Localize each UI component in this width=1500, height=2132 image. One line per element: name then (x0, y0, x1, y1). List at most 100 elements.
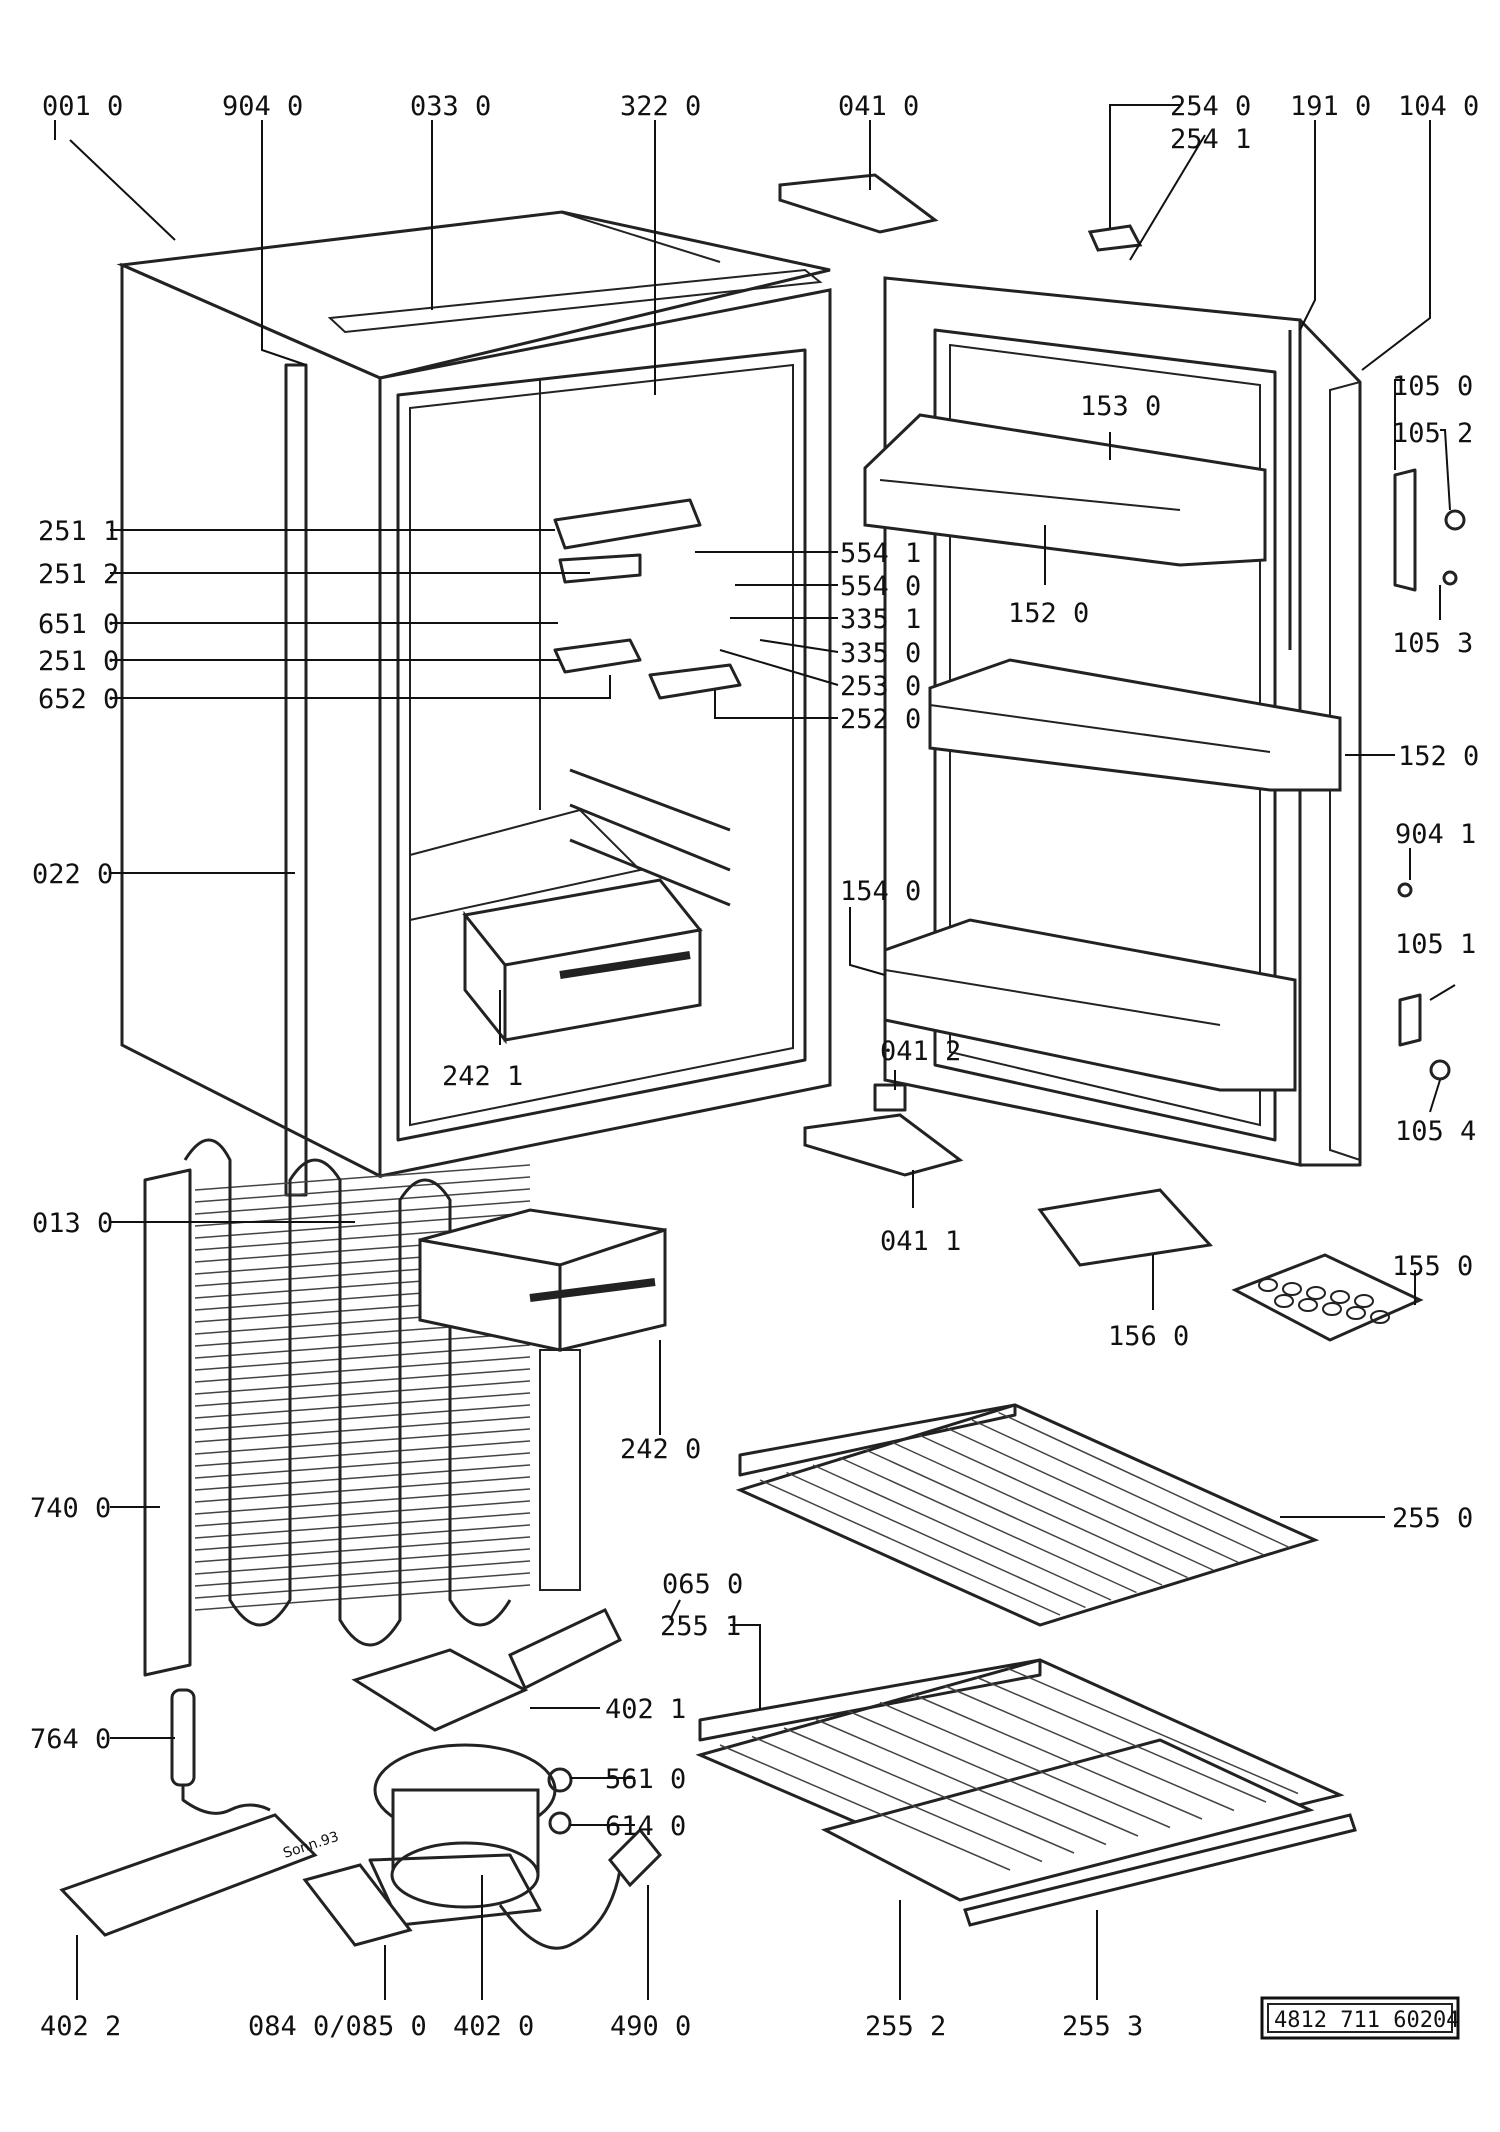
shelf-rib (998, 1411, 1290, 1549)
condenser-fin (194, 1464, 531, 1491)
label-105-4: 105 4 (1395, 1116, 1476, 1147)
label-255-0: 255 0 (1392, 1503, 1473, 1534)
label-242-1: 242 1 (442, 1061, 523, 1092)
condenser-coil (59, 1138, 667, 1950)
egg-hole (1282, 1282, 1302, 1296)
label-322-0: 322 0 (620, 91, 701, 122)
shelf-rib (759, 1479, 1061, 1616)
condenser-fin (194, 1188, 531, 1215)
egg-hole (1354, 1294, 1374, 1308)
label-001-0: 001 0 (42, 91, 123, 122)
label-033-0: 033 0 (410, 91, 491, 122)
label-022-0: 022 0 (32, 859, 113, 890)
egg-hole (1274, 1294, 1294, 1308)
label-251-2: 251 2 (38, 559, 119, 590)
shelf-rib (783, 1727, 1075, 1854)
label-152-0-upper: 152 0 (1008, 598, 1089, 629)
condenser-fin (194, 1548, 531, 1575)
label-254-1: 254 1 (1170, 124, 1251, 155)
egg-hole (1370, 1310, 1390, 1324)
label-155-0: 155 0 (1392, 1251, 1473, 1282)
shelf-rib (918, 1434, 1214, 1571)
shelf-rib (943, 1684, 1235, 1812)
label-153-0: 153 0 (1080, 391, 1161, 422)
shelf-rib (1007, 1667, 1299, 1795)
leader-lines (54, 104, 1456, 2000)
condenser-fin (194, 1452, 531, 1479)
fridge-door (778, 173, 1466, 1342)
glass-shelves (695, 1403, 1357, 1927)
shelf-rib (815, 1718, 1107, 1846)
label-402-0: 402 0 (453, 2011, 534, 2042)
shelf-rib (839, 1456, 1137, 1594)
label-105-0: 105 0 (1392, 371, 1473, 402)
label-335-0: 335 0 (840, 638, 921, 669)
egg-hole (1298, 1298, 1318, 1312)
label-156-0: 156 0 (1108, 1321, 1189, 1352)
condenser-fin (194, 1212, 531, 1239)
condenser-fin (194, 1536, 531, 1563)
shelf-rib (911, 1693, 1203, 1820)
egg-hole (1306, 1286, 1326, 1300)
label-152-0-lower: 152 0 (1398, 741, 1479, 772)
label-904-0: 904 0 (222, 91, 303, 122)
condenser-fin (194, 1500, 531, 1527)
shelf-rib (812, 1464, 1112, 1601)
label-013-0: 013 0 (32, 1208, 113, 1239)
label-764-0: 764 0 (30, 1724, 111, 1755)
shelf-rib (879, 1701, 1171, 1829)
shelf-rib (865, 1449, 1163, 1586)
condenser-fin (194, 1392, 531, 1419)
shelf-rib (892, 1441, 1188, 1579)
shelf-rib (847, 1710, 1139, 1837)
condenser-fin (194, 1440, 531, 1467)
condenser-fin (194, 1164, 531, 1191)
label-335-1: 335 1 (840, 604, 921, 635)
label-554-0: 554 0 (840, 571, 921, 602)
label-041-2: 041 2 (880, 1036, 961, 1067)
label-253-0: 253 0 (840, 671, 921, 702)
label-255-3: 255 3 (1062, 2011, 1143, 2042)
shelf-rib (751, 1735, 1043, 1863)
label-084-0-085-0: 084 0/085 0 (248, 2011, 427, 2042)
shelf-rib (945, 1426, 1239, 1564)
egg-hole (1322, 1302, 1342, 1316)
egg-hole (1258, 1278, 1278, 1292)
condenser-fin (194, 1584, 531, 1611)
label-255-2: 255 2 (865, 2011, 946, 2042)
condenser-fin (194, 1512, 531, 1539)
egg-hole (1330, 1290, 1350, 1304)
label-904-1: 904 1 (1395, 819, 1476, 850)
part-labels: 001 0 904 0 033 0 322 0 041 0 254 0 254 … (30, 91, 1479, 2042)
label-105-2: 105 2 (1392, 418, 1473, 449)
label-041-1: 041 1 (880, 1226, 961, 1257)
label-065-0: 065 0 (662, 1569, 743, 1600)
shelf-rib (975, 1676, 1267, 1803)
label-105-1: 105 1 (1395, 929, 1476, 960)
label-402-1: 402 1 (605, 1694, 686, 1725)
condenser-fin (194, 1176, 531, 1203)
condenser-fin (194, 1524, 531, 1551)
label-652-0: 652 0 (38, 684, 119, 715)
condenser-fin (194, 1356, 531, 1383)
condenser-fin (194, 1344, 531, 1371)
condenser-fin (194, 1476, 531, 1503)
label-154-0: 154 0 (840, 876, 921, 907)
fridge-cabinet (116, 210, 832, 1197)
shelf-rib (786, 1471, 1086, 1609)
label-740-0: 740 0 (30, 1493, 111, 1524)
label-104-0: 104 0 (1398, 91, 1479, 122)
condenser-fin (194, 1572, 531, 1599)
label-251-0: 251 0 (38, 646, 119, 677)
label-561-0: 561 0 (605, 1764, 686, 1795)
condenser-fin (194, 1428, 531, 1455)
label-614-0: 614 0 (605, 1811, 686, 1842)
shelf-rib (971, 1419, 1265, 1556)
condenser-fin (194, 1368, 531, 1395)
document-number-box: 4812 711 60204 (1260, 1996, 1460, 2040)
label-254-0: 254 0 (1170, 91, 1251, 122)
label-255-1: 255 1 (660, 1611, 741, 1642)
label-651-0: 651 0 (38, 609, 119, 640)
document-number: 4812 711 60204 (1274, 2008, 1459, 2033)
